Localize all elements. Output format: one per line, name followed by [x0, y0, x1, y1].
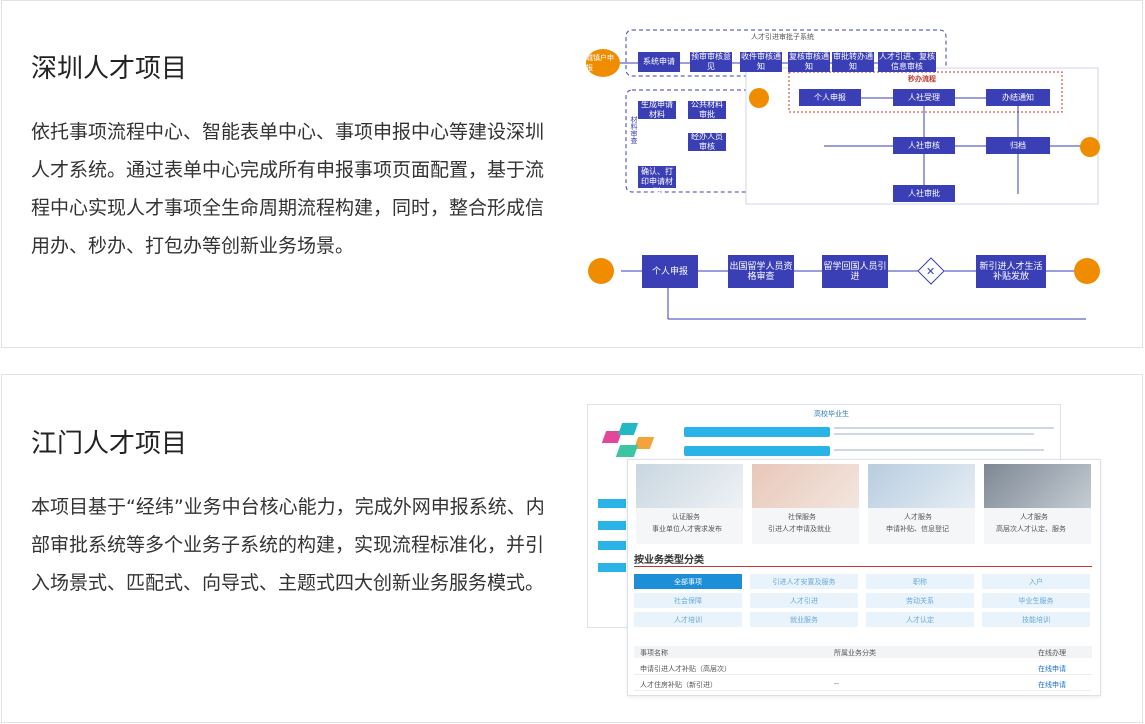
project-description: 本项目基于“经纬”业务中台核心能力，完成外网申报系统、内部审批系统等多个业务子系… — [31, 496, 545, 594]
service-card-image — [636, 464, 743, 508]
service-card[interactable]: 人才服务 申请补贴、信息登记 — [868, 508, 975, 544]
flow-node: 审批转办通知 — [832, 52, 874, 72]
end-node-bottom — [1074, 258, 1100, 284]
start-node: 城镇户申报 — [586, 49, 620, 77]
category-tab[interactable]: 人才引进 — [750, 593, 858, 608]
project-title: 深圳人才项目 — [31, 54, 188, 84]
flow-node: 收件审核通知 — [740, 52, 782, 72]
flow-node: 个人申报 — [642, 255, 698, 288]
3d-illustration — [600, 417, 660, 461]
flow-node: 个人申报 — [799, 89, 861, 106]
flow-node: 人社审批 — [893, 185, 955, 202]
start-node-bottom — [588, 258, 614, 284]
flow-node: 归档 — [986, 137, 1050, 154]
end-node — [1080, 137, 1100, 157]
service-card[interactable]: 认证服务 事业单位人才需求发布 — [636, 508, 743, 544]
flow-node: 经办人员审核 — [688, 132, 726, 151]
side-label: 材料审查 — [630, 116, 638, 144]
category-tab[interactable]: 职称 — [866, 574, 974, 589]
back-button[interactable] — [684, 446, 830, 456]
category-tab-active[interactable]: 全部事项 — [634, 574, 742, 589]
category-tab[interactable]: 劳动关系 — [866, 593, 974, 608]
project-description: 依托事项流程中心、智能表单中心、事项申报中心等建设深圳人才系统。通过表单中心完成… — [31, 121, 545, 257]
back-header: 高校毕业生 — [814, 410, 849, 418]
flow-node: 审查材料确认、打印申请材料 — [638, 157, 676, 196]
category-tab[interactable]: 引进人才安置及服务 — [750, 574, 858, 589]
flow-node: 人才引进、复核信息审核 — [878, 52, 936, 72]
flow-node: 系统申请 — [638, 52, 680, 72]
flow-node: 公共材料审批 — [688, 100, 726, 119]
category-tab[interactable]: 人才培训 — [634, 612, 742, 627]
flow-node: 生成申请材料 — [638, 100, 676, 119]
service-card-image — [752, 464, 859, 508]
category-tab[interactable]: 入户 — [982, 574, 1090, 589]
fast-flow-title: 秒办流程 — [908, 75, 936, 83]
service-card[interactable]: 人才服务 高层次人才认定、服务 — [984, 508, 1091, 544]
flow-node: 预审审核意见 — [690, 52, 732, 72]
service-card-image — [984, 464, 1091, 508]
table-row: 人才住房补贴（新引进） -- 在线申请 — [634, 678, 1092, 691]
category-tab[interactable]: 技能培训 — [982, 612, 1090, 627]
category-tab[interactable]: 社会保障 — [634, 593, 742, 608]
apply-link[interactable]: 在线申请 — [1038, 681, 1066, 689]
category-tab[interactable]: 毕业生服务 — [982, 593, 1090, 608]
category-tab[interactable]: 人才认定 — [866, 612, 974, 627]
flow-node: 复核审核通知 — [788, 52, 830, 72]
flow-node: 人社审核 — [893, 137, 955, 154]
table-header: 事项名称 所属业务分类 在线办理 — [634, 646, 1092, 658]
project-title: 江门人才项目 — [31, 429, 188, 459]
group-title: 人才引进审批子系统 — [751, 33, 814, 41]
section-title: 按业务类型分类 — [634, 555, 704, 566]
flow-node: 人社受理 — [893, 89, 955, 106]
svg-text:✕: ✕ — [926, 265, 935, 278]
flow-diagram: ✕ 人才引进审批子系统 城镇户申报 系统申请 预审审核意见 收件审核通知 复核审… — [586, 26, 1106, 326]
service-card[interactable]: 社保服务 引进人才申请及就业 — [752, 508, 859, 544]
category-tab[interactable]: 就业服务 — [750, 612, 858, 627]
flow-node: 办结通知 — [986, 89, 1050, 106]
portal-screenshot: 高校毕业生 认证服务 事业单位人才需求发布 社保服务 引进人才申请及就业 — [587, 404, 1107, 696]
flow-node: 出国留学人员资格审查 — [728, 255, 794, 288]
event-node — [749, 88, 769, 108]
table-row: 申请引进人才补贴（高层次） 在线申请 — [634, 662, 1092, 675]
flow-node: 新引进人才生活补贴发放 — [976, 255, 1046, 288]
apply-link[interactable]: 在线申请 — [1038, 665, 1066, 673]
flow-node: 留学回国人员引进 — [822, 255, 888, 288]
front-window: 认证服务 事业单位人才需求发布 社保服务 引进人才申请及就业 人才服务 申请补贴… — [627, 459, 1101, 696]
back-button[interactable] — [684, 427, 830, 437]
service-card-image — [868, 464, 975, 508]
